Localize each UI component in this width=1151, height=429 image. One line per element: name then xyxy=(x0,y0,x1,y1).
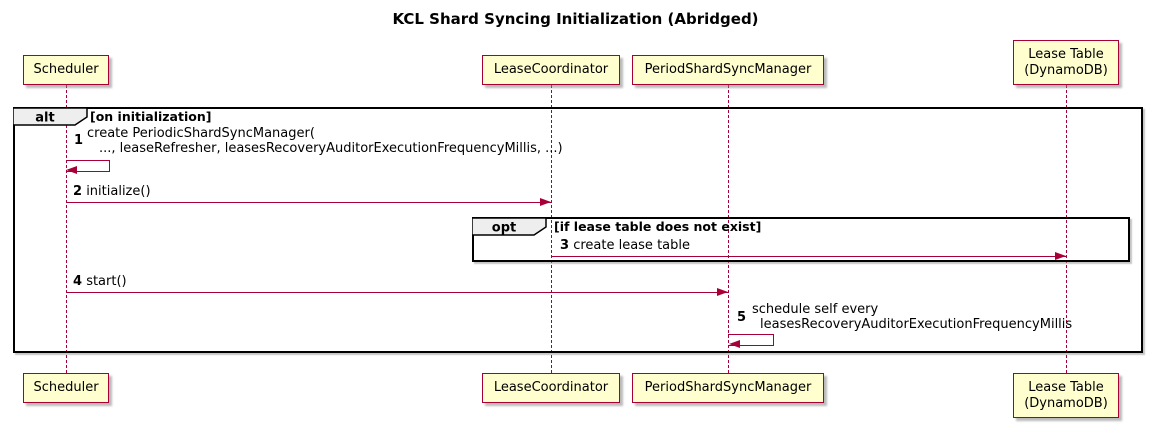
participant-label: LeaseCoordinator xyxy=(493,380,609,395)
message-5-number: 5 xyxy=(737,310,747,325)
participant-label: Scheduler xyxy=(33,62,99,77)
message-2-label: 2 initialize() xyxy=(73,184,151,199)
participant-label: Scheduler xyxy=(33,380,99,395)
message-2-arrow xyxy=(66,202,551,203)
message-4-label: 4 start() xyxy=(73,274,127,289)
message-1-number: 1 xyxy=(74,133,84,148)
lifeline-period-shard-sync-manager xyxy=(728,85,729,373)
arrowhead-right-icon xyxy=(717,288,728,296)
lifeline-lease-coordinator xyxy=(551,85,552,373)
arrowhead-left-icon xyxy=(66,166,77,174)
participant-lease-table-bottom: Lease Table (DynamoDB) xyxy=(1013,373,1119,418)
alt-frame xyxy=(13,107,1143,353)
opt-guard: [if lease table does not exist] xyxy=(554,219,762,234)
message-5-self-arrow xyxy=(728,334,774,346)
alt-operator-pentagon: alt xyxy=(13,107,88,126)
message-1-self-arrow xyxy=(66,160,110,172)
arrowhead-left-icon xyxy=(729,340,740,348)
arrowhead-right-icon xyxy=(1055,252,1066,260)
lifeline-scheduler xyxy=(66,85,67,373)
participant-label: LeaseCoordinator xyxy=(493,62,609,77)
participant-lease-coordinator-bottom: LeaseCoordinator xyxy=(482,373,620,403)
participant-period-shard-sync-manager-top: PeriodShardSyncManager xyxy=(632,55,824,85)
participant-label: Lease Table xyxy=(1028,46,1104,62)
message-4-arrow xyxy=(66,292,728,293)
participant-label: PeriodShardSyncManager xyxy=(644,380,812,395)
participant-label-line2: (DynamoDB) xyxy=(1024,395,1108,411)
message-3-label: 3 create lease table xyxy=(560,238,690,253)
alt-operator-label: alt xyxy=(35,111,54,126)
participant-lease-table-top: Lease Table (DynamoDB) xyxy=(1013,40,1119,85)
participant-label-line2: (DynamoDB) xyxy=(1024,62,1108,78)
participant-period-shard-sync-manager-bottom: PeriodShardSyncManager xyxy=(632,373,824,403)
opt-frame xyxy=(472,217,1130,262)
participant-label: Lease Table xyxy=(1028,379,1104,395)
alt-guard: [on initialization] xyxy=(90,109,212,124)
opt-operator-pentagon: opt xyxy=(472,217,547,236)
participant-lease-coordinator-top: LeaseCoordinator xyxy=(482,55,620,85)
message-3-arrow xyxy=(551,256,1066,257)
participant-scheduler-bottom: Scheduler xyxy=(23,373,109,403)
arrowhead-right-icon xyxy=(540,198,551,206)
opt-operator-label: opt xyxy=(492,221,516,236)
message-1-label: create PeriodicShardSyncManager( ..., le… xyxy=(87,126,563,156)
message-5-label: schedule self every leasesRecoveryAudito… xyxy=(752,302,1073,332)
participant-label: PeriodShardSyncManager xyxy=(644,62,812,77)
diagram-title: KCL Shard Syncing Initialization (Abridg… xyxy=(392,10,759,28)
participant-scheduler-top: Scheduler xyxy=(23,55,109,85)
lifeline-lease-table xyxy=(1066,85,1067,373)
